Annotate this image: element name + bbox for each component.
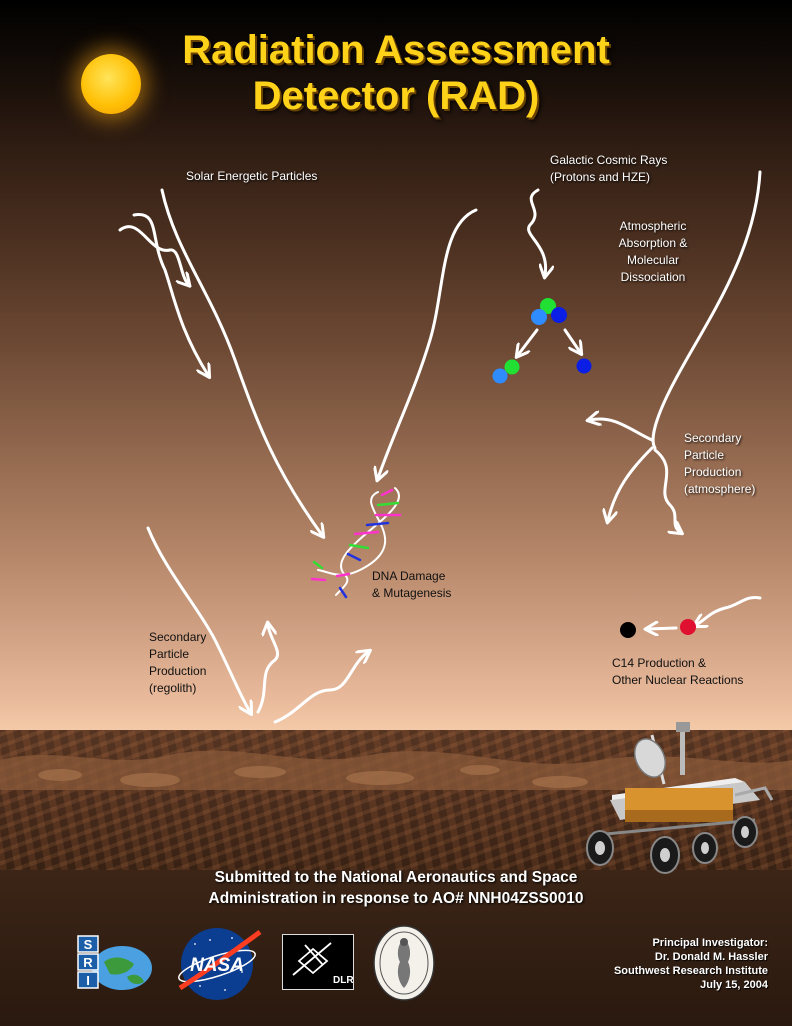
particle-green-top	[540, 298, 556, 314]
pi-institution: Southwest Research Institute	[613, 965, 768, 977]
c14-arrow-in	[696, 595, 762, 625]
swri-logo-icon: S R I	[77, 935, 152, 990]
dlr-symbol-icon: DLR	[292, 942, 354, 986]
gcr-arrow-down	[527, 188, 546, 275]
regolith-rocks	[0, 750, 792, 790]
particle-light-blue-top	[531, 309, 547, 325]
dlr-logo: DLR	[282, 934, 354, 990]
solar-arrow-1	[118, 225, 188, 284]
label-secondary-reg-line-2: Particle	[149, 647, 190, 661]
svg-text:NASA: NASA	[190, 955, 244, 976]
label-secondary-regolith: Secondary Particle Production (regolith)	[149, 629, 206, 697]
title-line-2: Detector (RAD)	[252, 74, 540, 118]
atm-arrow-left	[590, 419, 654, 442]
label-c14-line-2: Other Nuclear Reactions	[612, 673, 744, 687]
label-c14-line-1: C14 Production &	[612, 656, 707, 670]
label-solar-energetic-particles: Solar Energetic Particles	[186, 169, 318, 183]
submission-line-1: Submitted to the National Aeronautics an…	[214, 869, 578, 886]
label-secondary-reg-line-4: (regolith)	[149, 681, 197, 695]
svg-text:R: R	[83, 955, 93, 970]
gcr-arrow-to-dna	[378, 208, 478, 478]
label-secondary-atm-line-4: (atmosphere)	[684, 482, 756, 496]
regolith-arrow-up-2	[273, 652, 368, 724]
particle-blue-top	[551, 307, 567, 323]
label-atmospheric-absorption: Atmospheric Absorption & Molecular Disso…	[598, 218, 708, 286]
particle-light-blue-left	[492, 368, 508, 384]
label-gcr-line-1: Galactic Cosmic Rays	[550, 153, 668, 167]
dissociation-arrow-right	[563, 328, 580, 352]
solar-arrow-long	[160, 188, 322, 535]
label-absorption-line-1: Atmospheric	[619, 219, 687, 233]
title-line-1: Radiation Assessment	[182, 28, 610, 72]
label-secondary-atm-line-3: Production	[684, 465, 742, 479]
pi-name: Dr. Donald M. Hassler	[654, 951, 768, 963]
university-seal-icon	[373, 925, 435, 1001]
dissociation-arrow-left	[518, 328, 539, 355]
label-secondary-atm-line-1: Secondary	[684, 431, 742, 445]
atm-arrow-main	[651, 170, 762, 450]
label-secondary-atmosphere: Secondary Particle Production (atmospher…	[684, 430, 755, 498]
mars-rover-icon	[586, 722, 774, 874]
label-secondary-reg-line-3: Production	[149, 664, 207, 678]
sun-icon	[81, 54, 141, 114]
svg-text:I: I	[86, 973, 90, 988]
label-gcr-line-2: (Protons and HZE)	[550, 170, 651, 184]
pi-role: Principal Investigator:	[652, 937, 768, 949]
particle-blue-right	[576, 358, 592, 374]
pi-date: July 15, 2004	[700, 979, 768, 991]
label-absorption-line-3: Molecular	[626, 253, 680, 267]
nasa-logo-icon: NASA	[178, 928, 262, 1000]
label-absorption-line-2: Absorption &	[618, 236, 688, 250]
label-dna-line-2: & Mutagenesis	[372, 586, 452, 600]
label-c14-production: C14 Production & Other Nuclear Reactions	[612, 655, 743, 689]
dna-helix-icon	[310, 487, 402, 599]
label-dna-line-1: DNA Damage	[372, 569, 446, 583]
atm-arrow-down-left	[608, 446, 654, 520]
c14-arrow-out	[648, 628, 678, 629]
label-dna-damage: DNA Damage & Mutagenesis	[372, 568, 451, 602]
svg-text:DLR: DLR	[333, 975, 353, 986]
label-galactic-cosmic-rays: Galactic Cosmic Rays (Protons and HZE)	[550, 152, 667, 186]
particle-green-left	[504, 359, 520, 375]
dissociation-particles	[492, 298, 592, 384]
regolith-arrow-down	[146, 526, 250, 712]
label-absorption-line-4: Dissociation	[620, 270, 686, 284]
svg-text:S: S	[84, 937, 93, 952]
label-secondary-reg-line-1: Secondary	[149, 630, 207, 644]
regolith-arrow-up-1	[256, 625, 280, 714]
label-secondary-atm-line-2: Particle	[684, 448, 725, 462]
particle-red	[680, 619, 696, 635]
particle-black	[620, 622, 636, 638]
principal-investigator: Principal Investigator: Dr. Donald M. Ha…	[614, 936, 768, 992]
submission-line-2: Administration in response to AO# NNH04Z…	[208, 890, 584, 907]
solar-arrow-2	[132, 213, 208, 375]
atm-arrow-down-right	[653, 448, 680, 532]
